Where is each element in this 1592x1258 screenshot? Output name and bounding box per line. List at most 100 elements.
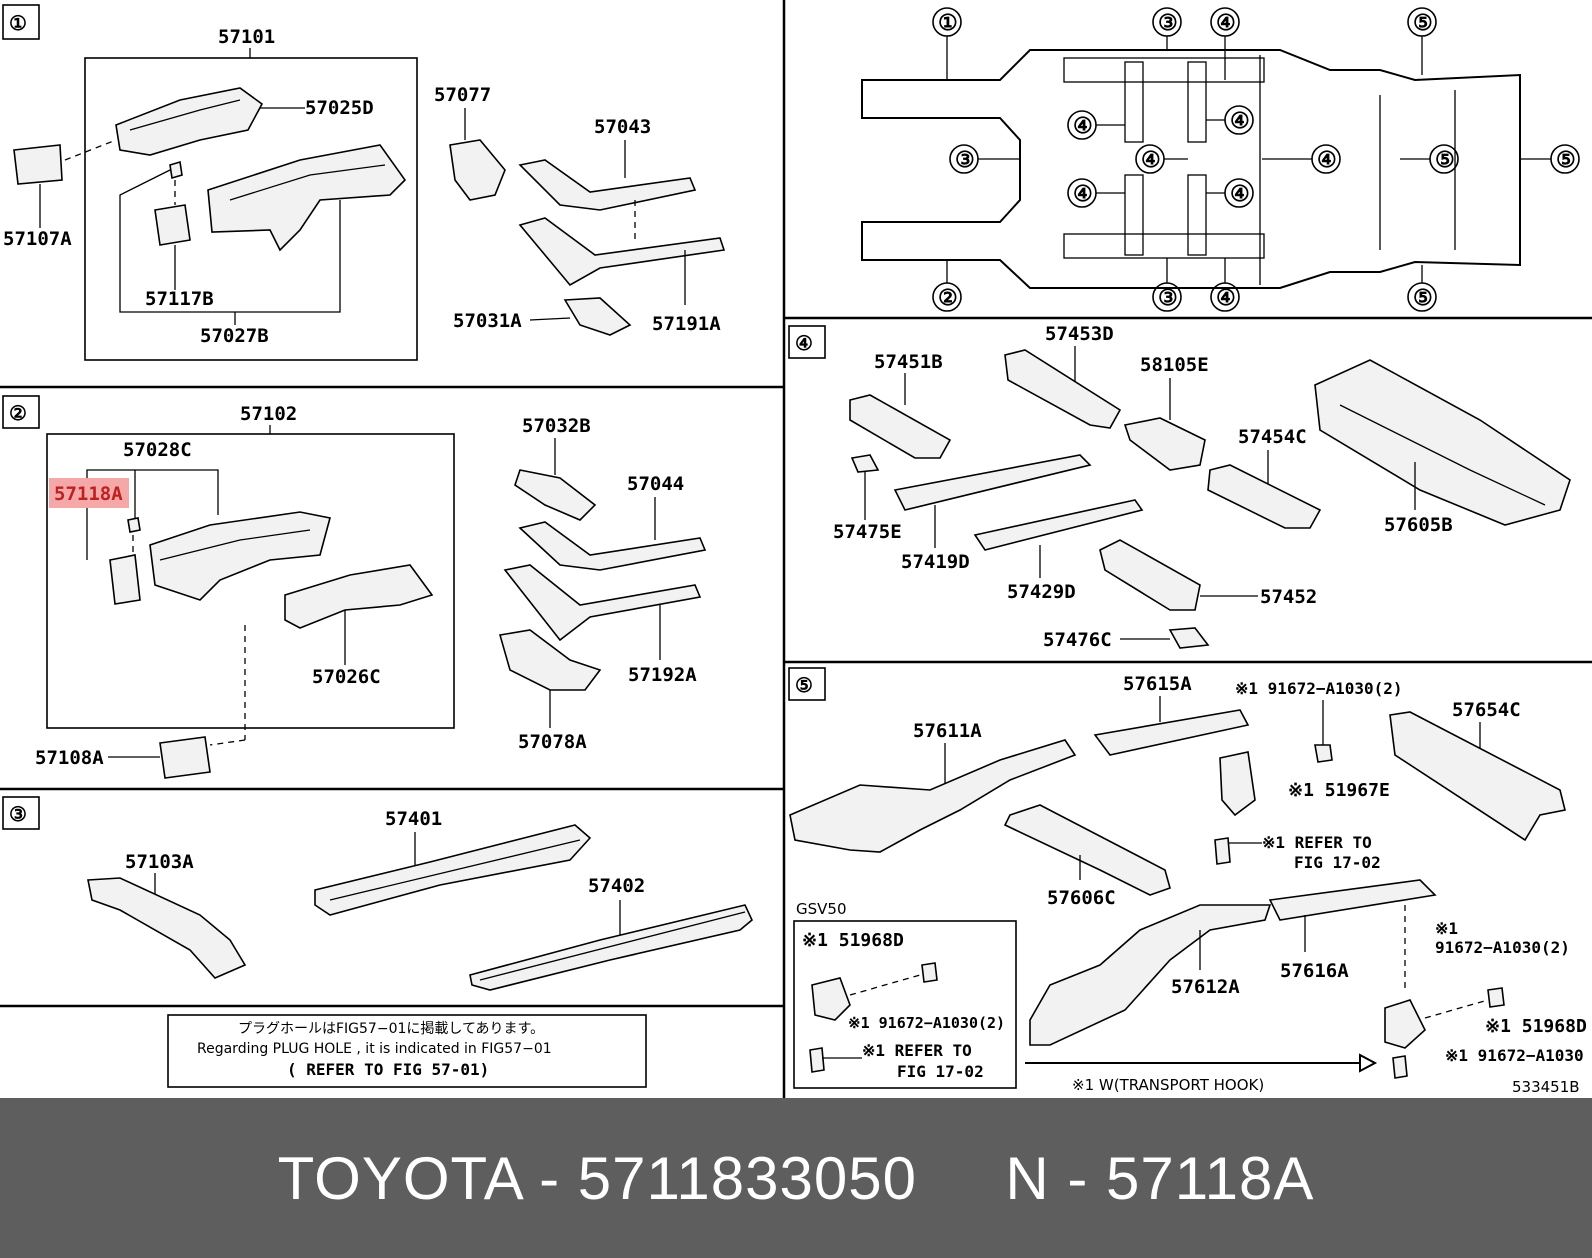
label-51968D-a: ※1 51968D — [802, 930, 904, 951]
label-51968D-b: ※1 51968D — [1485, 1016, 1587, 1037]
part-57453D — [1004, 349, 1122, 429]
map-callout-4e: ④ — [1230, 109, 1250, 134]
label-91672-c-1: ※1 — [1435, 919, 1458, 938]
label-57078A: 57078A — [518, 731, 587, 753]
label-57451B: 57451B — [874, 351, 943, 373]
part-57616A — [1268, 879, 1437, 921]
part-57429D — [973, 499, 1144, 551]
label-57419D: 57419D — [901, 551, 970, 573]
bolt-91672-a — [1314, 744, 1333, 763]
label-57043: 57043 — [594, 116, 651, 138]
label-57032B: 57032B — [522, 415, 591, 437]
part-57031A — [563, 297, 632, 336]
part-57077 — [449, 139, 506, 201]
label-58105E: 58105E — [1140, 354, 1209, 376]
label-57606C: 57606C — [1047, 887, 1116, 909]
label-57026C: 57026C — [312, 666, 381, 688]
map-callout-5b: ⑤ — [1435, 148, 1455, 173]
map-callout-5c: ⑤ — [1556, 148, 1576, 173]
frame-overview-map: ① ③ ④ ⑤ ③ ④ ④ ④ ④ ④ ④ ⑤ ⑤ ② ③ ④ ⑤ — [861, 7, 1580, 312]
label-refer-1b: FIG 17-02 — [1294, 853, 1381, 872]
part-57117B — [154, 204, 191, 246]
label-57402: 57402 — [588, 875, 645, 897]
footer-part-number: TOYOTA - 5711833050 N - 57118A — [277, 1144, 1315, 1212]
label-57429D: 57429D — [1007, 581, 1076, 603]
part-57032B — [514, 469, 597, 521]
gsv50-box — [793, 920, 1017, 1089]
part-57108A — [159, 736, 211, 779]
label-57452: 57452 — [1260, 586, 1317, 608]
section-1-label: ① — [9, 11, 27, 35]
part-51967E — [1219, 751, 1256, 817]
map-callout-2: ② — [938, 286, 958, 311]
notice-line-3[interactable]: ( REFER TO FIG 57-01) — [287, 1060, 489, 1079]
frame-outline — [861, 49, 1521, 289]
part-57044 — [518, 521, 707, 571]
label-refer-2b: FIG 17-02 — [897, 1062, 984, 1081]
part-57654C — [1389, 711, 1566, 842]
part-57025D — [115, 87, 264, 156]
label-91672-b: ※1 91672−A1030(2) — [848, 1014, 1005, 1032]
label-57027B: 57027B — [200, 325, 269, 347]
label-57117B: 57117B — [145, 288, 214, 310]
notice-line-1: プラグホールはFIG57−01に掲載してあります。 — [238, 1021, 544, 1037]
label-57654C: 57654C — [1452, 699, 1521, 721]
map-callout-5d: ⑤ — [1413, 286, 1433, 311]
label-57191A: 57191A — [652, 313, 721, 335]
map-callout-3b: ③ — [955, 148, 975, 173]
part-51968D-a — [811, 977, 851, 1021]
bolt-refer-1 — [1214, 837, 1231, 865]
part-57027B — [207, 144, 407, 252]
part-57454C — [1207, 464, 1322, 529]
part-57476C — [1168, 627, 1210, 649]
section-3: ③ 57103A 57401 57402 — [2, 796, 753, 991]
label-57044: 57044 — [627, 473, 684, 495]
part-57026C — [284, 564, 434, 629]
map-callouts: ① ③ ④ ⑤ ③ ④ ④ ④ ④ ④ ④ ⑤ ⑤ ② ③ ④ ⑤ — [932, 7, 1580, 312]
map-callout-4d: ④ — [1073, 182, 1093, 207]
label-57612A: 57612A — [1171, 976, 1240, 998]
label-57192A: 57192A — [628, 664, 697, 686]
label-57476C: 57476C — [1043, 629, 1112, 651]
label-57605B: 57605B — [1384, 514, 1453, 536]
part-57605B — [1314, 359, 1571, 526]
label-57453D: 57453D — [1045, 323, 1114, 345]
highlight-57118A — [49, 478, 129, 508]
bolt-refer-2 — [809, 1047, 825, 1073]
label-57025D: 57025D — [305, 97, 374, 119]
label-57118A[interactable]: 57118A — [54, 483, 123, 505]
label-57108A: 57108A — [35, 747, 104, 769]
map-callout-4h: ④ — [1216, 286, 1236, 311]
part-57103A — [87, 877, 247, 979]
notice-box: プラグホールはFIG57−01に掲載してあります。 Regarding PLUG… — [167, 1014, 647, 1088]
figure-id: 533451B — [1512, 1078, 1580, 1096]
part-57118A[interactable] — [109, 554, 141, 605]
part-57612A — [1029, 904, 1272, 1046]
part-57611A — [789, 739, 1077, 853]
parts-diagram: ① 57101 57025D 57107A 57117B 57027B 5707… — [0, 0, 1592, 1098]
label-57102: 57102 — [240, 403, 297, 425]
assembly-box-57101 — [84, 57, 418, 361]
map-callout-4f: ④ — [1230, 182, 1250, 207]
label-91672-a: ※1 91672−A1030(2) — [1235, 679, 1403, 698]
part-57107A — [13, 144, 63, 185]
label-57031A: 57031A — [453, 310, 522, 332]
label-57615A: 57615A — [1123, 673, 1192, 695]
bolt-91672-d — [1392, 1055, 1408, 1079]
part-51968D-b — [1384, 999, 1426, 1049]
bolt-91672-b — [921, 962, 938, 983]
label-57028C: 57028C — [123, 439, 192, 461]
label-57077: 57077 — [434, 84, 491, 106]
label-91672-d: ※1 91672−A1030 — [1445, 1046, 1584, 1065]
map-callout-3c: ③ — [1158, 286, 1178, 311]
map-callout-1a: ① — [938, 11, 958, 36]
label-refer-1a: ※1 REFER TO — [1262, 833, 1372, 852]
bolt-91672-c — [1487, 987, 1505, 1008]
label-51967E: ※1 51967E — [1288, 780, 1390, 801]
section-4-label: ④ — [795, 331, 813, 355]
map-callout-4a: ④ — [1216, 11, 1236, 36]
label-refer-2a: ※1 REFER TO — [862, 1041, 972, 1060]
part-57402 — [469, 904, 753, 991]
part-57452 — [1099, 539, 1201, 611]
label-57475E: 57475E — [833, 521, 902, 543]
